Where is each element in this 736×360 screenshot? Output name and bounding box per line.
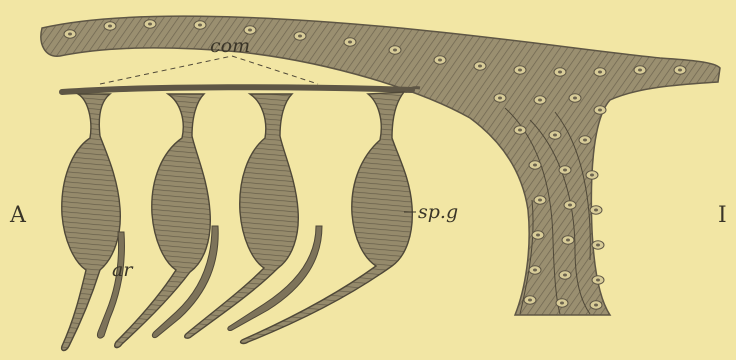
panel-label-left: A [9,203,27,228]
root-label: ar [112,259,134,281]
ganglion-2 [115,94,211,348]
spinal-ganglia [62,92,413,351]
commissure-label: com [210,35,250,57]
panel-label-right: I [718,203,727,228]
spinal-ganglion-label: sp.g [418,201,458,223]
